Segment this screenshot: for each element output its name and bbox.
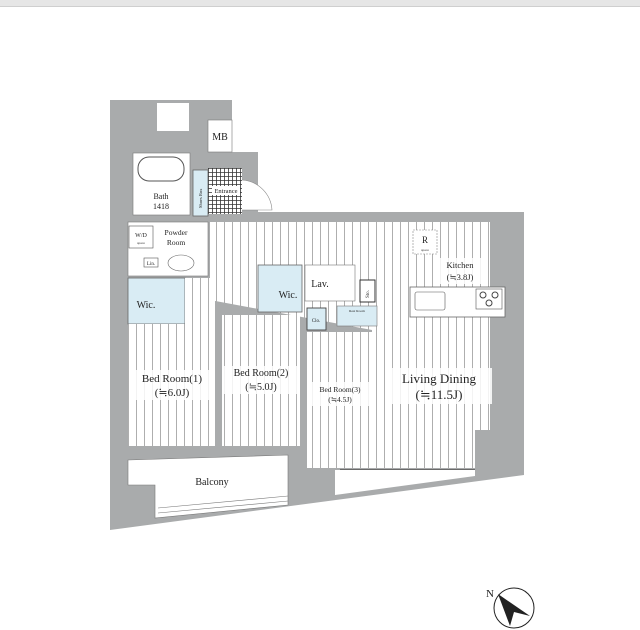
- bath-size: 1418: [153, 202, 169, 211]
- wd-space: [128, 225, 154, 249]
- label-bg: [224, 366, 300, 394]
- shoes-box-label: Shoes Box: [198, 188, 203, 208]
- bed-room-1-size: (≒6.0J): [155, 387, 190, 399]
- clo-label: Clo.: [312, 319, 320, 324]
- balcony-rail: [157, 495, 289, 509]
- sto: [359, 279, 376, 303]
- r-label: R: [422, 235, 428, 245]
- bed-room-3-label: Bed Room(3): [319, 385, 361, 394]
- lin-closet: [143, 257, 159, 268]
- rest-room-label: Rest Room: [349, 309, 365, 313]
- bathtub-icon: [137, 156, 185, 182]
- burner-icon: [485, 299, 493, 307]
- r-sub: space: [421, 248, 429, 252]
- balcony-rail: [157, 500, 289, 514]
- bath-label: Bath: [153, 192, 168, 201]
- sink-icon: [167, 254, 195, 272]
- wic-2: [257, 264, 303, 313]
- kitchen-label: Kitchen: [447, 260, 475, 270]
- bed-room-2-size: (≒5.0J): [245, 382, 276, 393]
- powder-label-2: Room: [167, 238, 186, 247]
- living-dining-size: (≒11.5J): [416, 387, 463, 402]
- refrigerator-space: [412, 229, 438, 255]
- bed-room-1-upper: [185, 278, 215, 324]
- label-bg: [309, 382, 371, 406]
- wd-label: W/D: [135, 233, 147, 239]
- living-dining-label: Living Dining: [402, 371, 477, 386]
- mb-room: [207, 119, 233, 153]
- rest-room: [336, 305, 378, 327]
- shaft: [157, 103, 189, 131]
- bed-room-3-size: (≒4.5J): [328, 395, 352, 404]
- sto-label: Sto.: [366, 290, 371, 298]
- living-wall-bottom-right: [475, 430, 524, 475]
- mb-label: MB: [212, 132, 228, 143]
- north-arrow-icon: [498, 594, 530, 626]
- bed-room-2-label: Bed Room(2): [234, 368, 289, 379]
- burner-icon: [491, 291, 499, 299]
- lower-terrace: [335, 470, 475, 495]
- kitchen-size: (≒3.8J): [447, 272, 474, 282]
- entrance-label-bg: [212, 186, 240, 195]
- balcony: [127, 454, 289, 519]
- kitchen-sink-icon: [414, 291, 446, 311]
- stove-icon: [475, 288, 503, 310]
- window-top-bar: [0, 0, 640, 7]
- label-bg: [386, 368, 492, 404]
- compass-north-label: N: [486, 588, 494, 600]
- wic-1-label: Wic.: [137, 300, 156, 311]
- bed-room-1-label: Bed Room(1): [142, 373, 203, 385]
- lin-label: Lin.: [147, 262, 155, 267]
- label-bg: [132, 370, 214, 400]
- lav: [304, 264, 356, 302]
- compass: N: [486, 587, 535, 629]
- entrance-label: Entrance: [214, 188, 237, 195]
- wic-2-label: Wic.: [279, 290, 298, 301]
- entrance-door[interactable]: [241, 179, 273, 211]
- clo: [306, 307, 327, 331]
- burner-icon: [479, 291, 487, 299]
- powder-label: Powder: [165, 228, 188, 237]
- lav-label: Lav.: [311, 279, 328, 290]
- wd-sub: space: [137, 241, 145, 245]
- label-bg: [436, 258, 484, 284]
- balcony-label: Balcony: [195, 477, 228, 488]
